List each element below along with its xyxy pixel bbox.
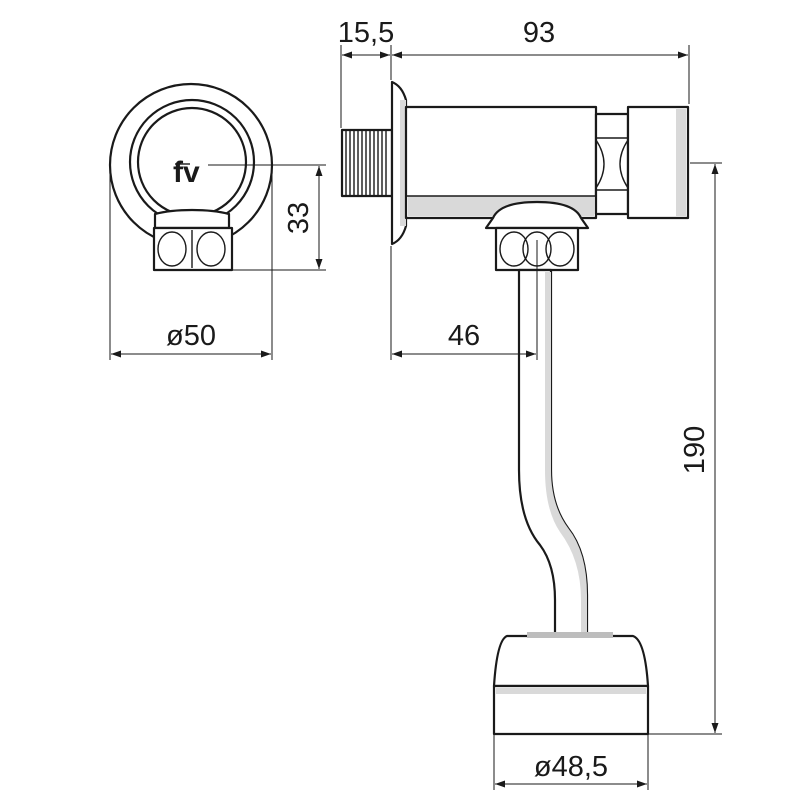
dim-body-length: 93 (523, 17, 555, 49)
dim-total-height: 190 (679, 426, 711, 474)
side-view (340, 80, 690, 736)
spud-coupling (492, 634, 650, 688)
front-view-dimensions: 33 ø50 (109, 164, 326, 360)
dim-spud-diameter: ø48,5 (534, 751, 608, 783)
fv-logo-icon: fv (173, 156, 200, 189)
dim-flange-thickness: 15,5 (338, 17, 394, 49)
svg-text:fv: fv (173, 156, 200, 189)
front-neck (153, 208, 231, 230)
dim-front-height: 33 (283, 202, 315, 234)
outlet-dome (484, 200, 590, 230)
hex-section (594, 112, 630, 216)
flush-pipe (517, 268, 589, 638)
front-view: fv (108, 82, 274, 272)
side-view-dimensions: 15,5 93 46 190 ø48,5 (338, 17, 722, 790)
dim-outlet-offset: 46 (448, 320, 480, 352)
dim-front-diameter: ø50 (166, 320, 216, 352)
